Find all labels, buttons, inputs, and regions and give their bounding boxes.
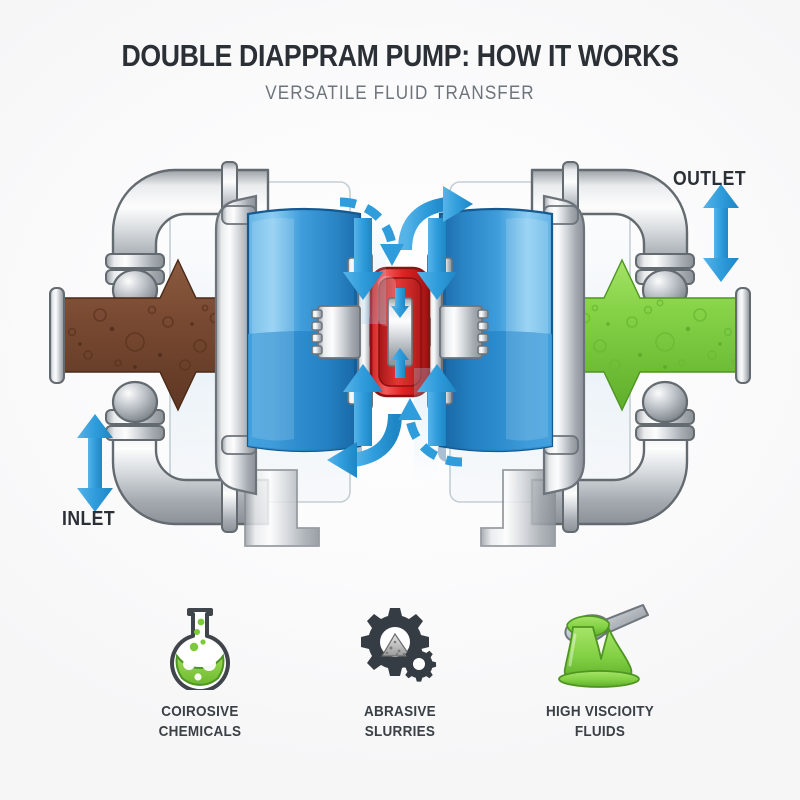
pump-feet bbox=[244, 469, 556, 547]
dashed-arrow-top-left-icon bbox=[339, 197, 404, 266]
curved-arrow-bottom-left-icon bbox=[327, 413, 402, 478]
arrow-up-left-icon bbox=[343, 364, 383, 446]
arrow-down-housing-left-icon bbox=[324, 194, 338, 258]
feature-label: HIGH VISCIOITY FLUIDS bbox=[545, 703, 655, 740]
page-subtitle: VERSATILE FLUID TRANSFER bbox=[265, 83, 535, 104]
left-shaft-coupling bbox=[311, 305, 361, 359]
inlet-double-arrow-icon bbox=[77, 414, 113, 512]
flow-arrows bbox=[324, 194, 457, 446]
arrow-down-left-icon bbox=[343, 218, 383, 300]
valve-arrow-up-icon bbox=[391, 348, 409, 378]
curved-arrow-top-right-icon bbox=[398, 186, 473, 251]
dashed-arrow-bottom-right-icon bbox=[398, 398, 463, 467]
feature-label: COIROSIVE CHEMICALS bbox=[158, 703, 242, 740]
outlet-label: OUTLET bbox=[673, 168, 747, 190]
gears-grit-icon bbox=[357, 600, 443, 692]
header: DOUBLE DIAPPRAM PUMP: HOW IT WORKS VERSA… bbox=[0, 0, 800, 105]
feature-abrasive-slurries: ABRASIVE SLURRIES bbox=[300, 600, 500, 742]
valve-arrow-down-icon bbox=[391, 288, 409, 318]
page-title: DOUBLE DIAPPRAM PUMP: HOW IT WORKS bbox=[121, 38, 679, 73]
dashed-flow-arrows bbox=[339, 197, 463, 467]
arrow-down-right-icon bbox=[417, 218, 457, 300]
feature-row: COIROSIVE CHEMICALS bbox=[0, 600, 800, 790]
inlet-label: INLET bbox=[62, 508, 116, 530]
feature-high-viscosity-fluids: HIGH VISCIOITY FLUIDS bbox=[500, 600, 700, 742]
viscous-pour-icon bbox=[547, 600, 653, 692]
feature-corrosive-chemicals: COIROSIVE CHEMICALS bbox=[100, 600, 300, 742]
outlet-pipe bbox=[530, 161, 695, 533]
flask-icon bbox=[161, 600, 239, 692]
right-shaft-coupling bbox=[439, 305, 489, 359]
arrow-up-right-icon bbox=[417, 364, 457, 446]
feature-label: ABRASIVE SLURRIES bbox=[364, 703, 436, 740]
outlet-double-arrow-icon bbox=[703, 184, 739, 282]
pump-diagram bbox=[49, 161, 751, 547]
curved-flow-arrows bbox=[327, 186, 473, 478]
